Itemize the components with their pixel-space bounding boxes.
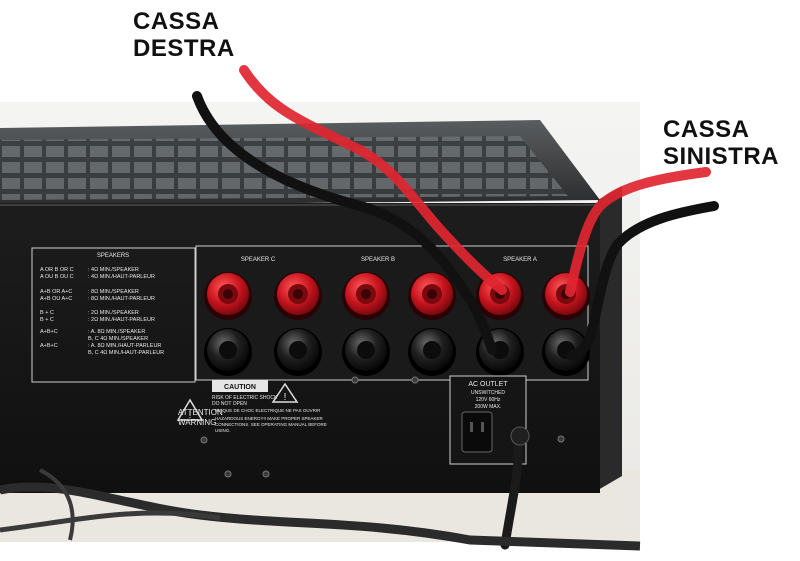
speaker-spec-combo: A+B+C (40, 329, 58, 335)
red-binding-post (204, 272, 252, 320)
ac-outlet-line-1: AC OUTLET (468, 381, 508, 388)
left-speaker-label: CASSA SINISTRA (663, 116, 779, 170)
chassis-side (598, 186, 622, 490)
hazard-line-3: USING. (215, 428, 231, 433)
speaker-spec-value: B, C 4Ω MIN./SPEAKER (88, 336, 148, 342)
svg-text:!: ! (189, 410, 192, 421)
left-speaker-red-wire (565, 167, 711, 297)
black-binding-post (342, 328, 390, 376)
speaker-spec-rows: A OR B OR C : 4Ω MIN./SPEAKER A OU B OU C:… (40, 267, 164, 356)
hazard-line-1: HAZARDOUS ENERGY!! MAKE PROPER SPEAKER (215, 416, 324, 421)
red-binding-post (342, 272, 390, 320)
ac-outlet-line-2: UNSWITCHED (471, 390, 505, 396)
black-binding-post (542, 328, 590, 376)
floor-cable-3 (39, 468, 75, 541)
floor-cable-2 (0, 510, 221, 533)
red-binding-post (408, 272, 456, 320)
speaker-group-label: SPEAKER A (503, 257, 537, 263)
speaker-spec-value: : A. 8Ω MIN./HAUT-PARLEUR (88, 343, 161, 349)
left-speaker-black-wire (567, 201, 719, 361)
speaker-spec-value: : 8Ω MIN./HAUT-PARLEUR (88, 296, 155, 302)
right-speaker-black-wire (192, 91, 497, 355)
caution-title: CAUTION (224, 384, 256, 391)
warning-triangle-icon (176, 398, 204, 421)
speaker-spec-box (31, 247, 196, 383)
avis-text: RISQUE DE CHOC ELECTRIQUE NE PAS OUVRIR (215, 408, 321, 413)
speaker-group-label: SPEAKER B (361, 257, 395, 263)
terminal-plate (195, 245, 589, 381)
speaker-spec-value: : 4Ω MIN./SPEAKER (88, 267, 139, 273)
panel-screws (200, 376, 565, 478)
speaker-spec-value: B, C 4Ω MIN./HAUT-PARLEUR (88, 350, 164, 356)
red-binding-post (542, 272, 590, 320)
right-speaker-label: CASSA DESTRA (133, 8, 235, 62)
speaker-spec-combo: A+B+C (40, 343, 58, 349)
ac-outlet-line-4: 200W MAX. (475, 404, 502, 410)
speaker-group-labels: SPEAKER C SPEAKER B SPEAKER A (241, 257, 537, 263)
attention-word: ATTENTION (178, 408, 223, 417)
speaker-spec-combo: B + C (40, 310, 54, 316)
speaker-spec-combo: B + C (40, 317, 54, 323)
hazard-line-2: CONNECTIONS. SEE OPERATING MANUAL BEFORE (215, 422, 327, 427)
speaker-spec-value: : A. 8Ω MIN./SPEAKER (88, 329, 145, 335)
left-speaker-label-line-1: CASSA (663, 116, 750, 143)
speaker-spec-value: : 4Ω MIN./HAUT-PARLEUR (88, 274, 155, 280)
ventilation-grille (0, 136, 568, 200)
right-speaker-label-line-2: DESTRA (133, 35, 235, 62)
caution-line-1: RISK OF ELECTRIC SHOCK (212, 395, 278, 401)
right-speaker-red-wire (239, 65, 507, 295)
black-binding-post (204, 328, 252, 376)
speaker-spec-combo: A OR B OR C (40, 267, 74, 273)
black-binding-post (408, 328, 456, 376)
caution-line-2: DO NOT OPEN (212, 401, 247, 407)
red-binding-post (274, 272, 322, 320)
warning-triangle-icon-2 (271, 382, 299, 403)
speaker-spec-value: : 2Ω MIN./HAUT-PARLEUR (88, 317, 155, 323)
speaker-spec-combo: A+B OU A+C (40, 296, 72, 302)
speaker-spec-combo: A+B OR A+C (40, 289, 72, 295)
speaker-group-label: SPEAKER C (241, 257, 276, 263)
svg-text:!: ! (284, 392, 287, 403)
right-speaker-label-line-1: CASSA (133, 8, 220, 35)
left-speaker-label-line-2: SINISTRA (663, 143, 780, 170)
power-cord (500, 435, 523, 550)
speakers-title: SPEAKERS (97, 253, 129, 259)
black-binding-post (274, 328, 322, 376)
speaker-spec-value: : 8Ω MIN./SPEAKER (88, 289, 139, 295)
warning-word: WARNING (178, 418, 216, 427)
speaker-spec-combo: A OU B OU C (40, 274, 74, 280)
speaker-spec-value: : 2Ω MIN./SPEAKER (88, 310, 139, 316)
ac-socket-icon (461, 411, 493, 453)
ac-outlet-line-3: 120V 60Hz (476, 397, 501, 403)
caution-sticker (212, 380, 268, 392)
